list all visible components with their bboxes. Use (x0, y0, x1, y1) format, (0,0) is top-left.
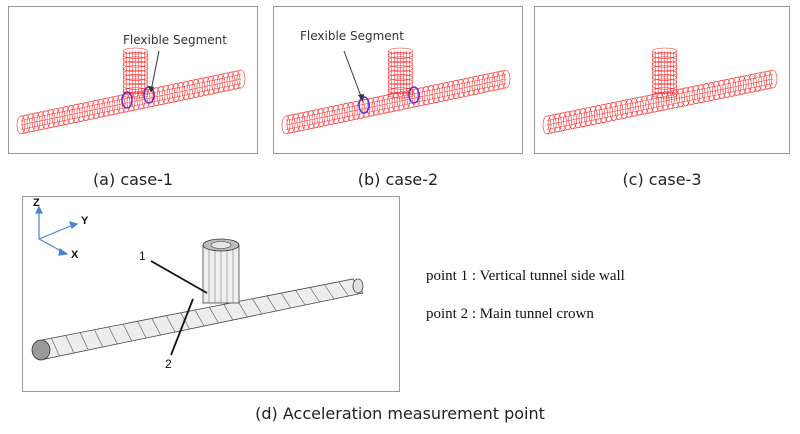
axis-label-z: Z (33, 197, 40, 209)
point-1-label: 1 (139, 249, 146, 263)
flexible-segment-label: Flexible Segment (123, 33, 227, 47)
tunnel-mesh-case-1 (16, 47, 246, 135)
axis-label-y: Y (81, 215, 89, 227)
leader-line-point-1 (150, 260, 208, 294)
flexible-ring-1 (358, 96, 370, 114)
caption-case-3: (c) case-3 (622, 170, 702, 189)
panel-case-3 (534, 6, 790, 154)
tunnel-mesh-case-2 (281, 47, 511, 135)
panel-acceleration-points: Z Y X 1 2 (22, 196, 400, 392)
tunnel-mesh-grey (31, 205, 364, 361)
flexible-ring-2 (408, 86, 420, 104)
flexible-segment-label: Flexible Segment (300, 29, 404, 43)
caption-case-1: (a) case-1 (92, 170, 174, 189)
annotation-arrow (343, 50, 363, 100)
axis-label-x: X (71, 249, 79, 261)
legend-point-1: point 1 : Vertical tunnel side wall (426, 268, 625, 284)
legend-point-2: point 2 : Main tunnel crown (426, 306, 594, 322)
tunnel-mesh-case-3 (542, 47, 778, 135)
annotation-arrow (150, 50, 160, 92)
leader-line-point-2 (170, 298, 194, 356)
flexible-ring-1 (121, 91, 133, 109)
panel-case-2: Flexible Segment (273, 6, 523, 154)
axes-triad (35, 205, 79, 256)
point-2-label: 2 (165, 357, 172, 371)
caption-acceleration-points: (d) Acceleration measurement point (255, 404, 545, 423)
caption-case-2: (b) case-2 (357, 170, 439, 189)
panel-case-1: Flexible Segment (8, 6, 258, 154)
